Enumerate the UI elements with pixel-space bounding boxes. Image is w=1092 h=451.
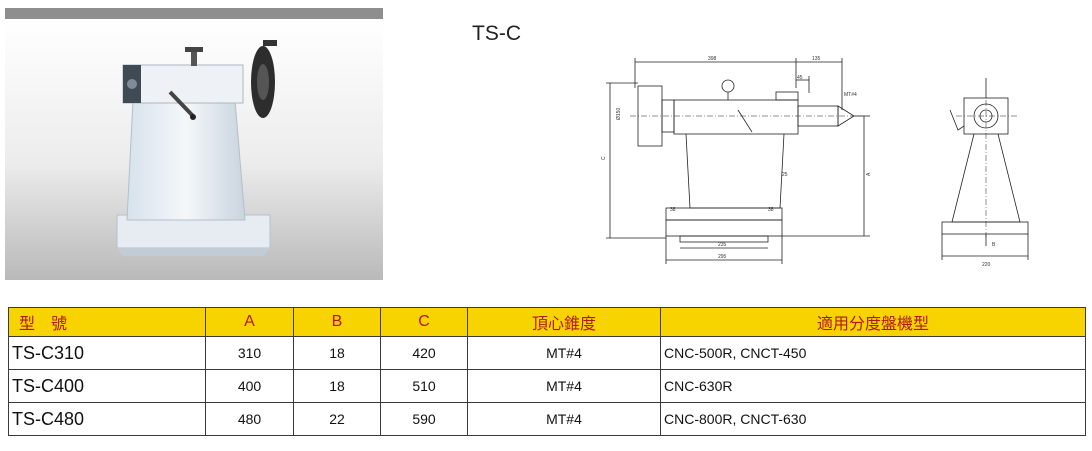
header-c: C <box>380 307 468 337</box>
cell-model: TS-C400 <box>8 369 206 403</box>
cell-taper: MT#4 <box>467 402 661 436</box>
cell-b: 18 <box>293 336 381 370</box>
cell-model: TS-C480 <box>8 402 206 436</box>
dim-foot-right: 38 <box>768 207 774 213</box>
product-photo <box>5 20 383 280</box>
cell-taper: MT#4 <box>467 369 661 403</box>
cell-c: 510 <box>380 369 468 403</box>
cell-a: 480 <box>205 402 294 436</box>
dim-length-total: 398 <box>708 56 717 62</box>
cell-a: 310 <box>205 336 294 370</box>
dim-diameter: Ø150 <box>616 108 622 120</box>
header-machines: 適用分度盤機型 <box>660 307 1086 337</box>
table-header-row: 型 號 A B C 頂心錐度 適用分度盤機型 <box>8 307 1086 337</box>
model-title: TS-C <box>472 22 521 45</box>
cell-machines: CNC-630R <box>660 369 1086 403</box>
cell-c: 590 <box>380 402 468 436</box>
cell-b: 18 <box>293 369 381 403</box>
dim-flange: 45 <box>797 75 803 81</box>
cell-b: 22 <box>293 402 381 436</box>
header-a: A <box>205 307 294 337</box>
dim-base-outer: 295 <box>718 254 727 260</box>
cell-machines: CNC-800R, CNCT-630 <box>660 402 1086 436</box>
cell-a: 400 <box>205 369 294 403</box>
header-b: B <box>293 307 381 337</box>
dim-width: 220 <box>982 262 991 268</box>
table-row: TS-C310 310 18 420 MT#4 CNC-500R, CNCT-4… <box>8 336 1086 370</box>
dim-taper: MT#4 <box>844 92 857 98</box>
dim-height-c: C <box>601 156 607 160</box>
top-banner-bar <box>5 8 383 19</box>
header-taper: 頂心錐度 <box>467 307 661 337</box>
cell-c: 420 <box>380 336 468 370</box>
dim-height-a: A <box>866 172 872 176</box>
dim-overhang: 135 <box>812 56 821 62</box>
front-view-drawing: 398 135 45 MT#4 Ø150 C A 25 38 38 235 29… <box>601 56 872 264</box>
dim-slot: 25 <box>782 172 788 178</box>
spec-table: 型 號 A B C 頂心錐度 適用分度盤機型 TS-C310 310 18 42… <box>8 307 1086 436</box>
dim-key: B <box>992 242 996 248</box>
dim-foot-left: 38 <box>670 207 676 213</box>
cell-model: TS-C310 <box>8 336 206 370</box>
cell-machines: CNC-500R, CNCT-450 <box>660 336 1086 370</box>
cell-taper: MT#4 <box>467 336 661 370</box>
side-view-drawing: B 220 <box>941 78 1029 268</box>
dim-base-inner: 235 <box>718 242 727 248</box>
table-row: TS-C400 400 18 510 MT#4 CNC-630R <box>8 369 1086 403</box>
header-model: 型 號 <box>8 307 206 337</box>
table-row: TS-C480 480 22 590 MT#4 CNC-800R, CNCT-6… <box>8 402 1086 436</box>
